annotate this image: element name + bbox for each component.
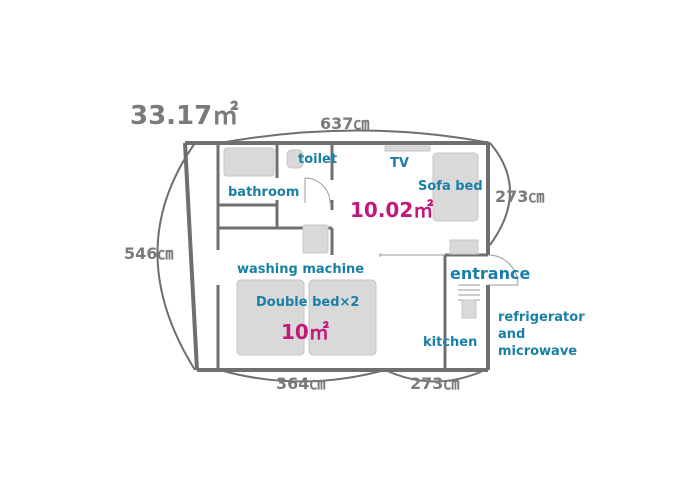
dimension-top: 637㎝: [320, 114, 370, 133]
kitchen-counter-shape: [449, 239, 479, 255]
furniture: [223, 145, 479, 356]
dimension-arc-left: [156, 142, 196, 371]
dimension-arc-bottom-right: [384, 369, 486, 383]
label-sofa-bed: Sofa bed: [418, 179, 483, 194]
dimension-bottom-right: 273㎝: [410, 374, 460, 393]
label-tv: TV: [390, 156, 409, 171]
label-washing-machine: washing machine: [237, 262, 365, 277]
bedroom-area: 10㎡: [281, 320, 329, 344]
tv-shape: [384, 145, 431, 152]
washing-machine-shape: [302, 224, 329, 254]
label-toilet: toilet: [298, 152, 338, 167]
living-area: 10.02㎡: [350, 198, 434, 222]
double-bed-shape-1: [236, 279, 305, 356]
toilet-shape: [286, 149, 304, 169]
label-kitchen: kitchen: [423, 335, 478, 350]
label-microwave: microwave: [498, 344, 578, 359]
dimension-bottom-left: 364㎝: [276, 374, 326, 393]
bathtub-shape: [223, 147, 275, 177]
dimension-arc-bottom-left: [219, 369, 386, 383]
outer-walls: [183, 141, 490, 372]
label-double-bed: Double bed×2: [256, 295, 360, 310]
dimension-arc-right: [489, 142, 511, 246]
label-and: and: [498, 327, 526, 342]
label-entrance: entrance: [450, 264, 531, 283]
label-refrigerator: refrigerator: [498, 310, 585, 325]
refrigerator-shape: [461, 299, 477, 319]
dimension-right: 273㎝: [495, 187, 545, 206]
total-area: 33.17㎡: [130, 101, 239, 131]
dimension-arc-top: [219, 129, 491, 144]
label-bathroom: bathroom: [228, 185, 300, 200]
double-bed-shape-2: [308, 279, 377, 356]
dimension-left: 546㎝: [124, 244, 174, 263]
sofa-bed-shape: [432, 152, 479, 222]
